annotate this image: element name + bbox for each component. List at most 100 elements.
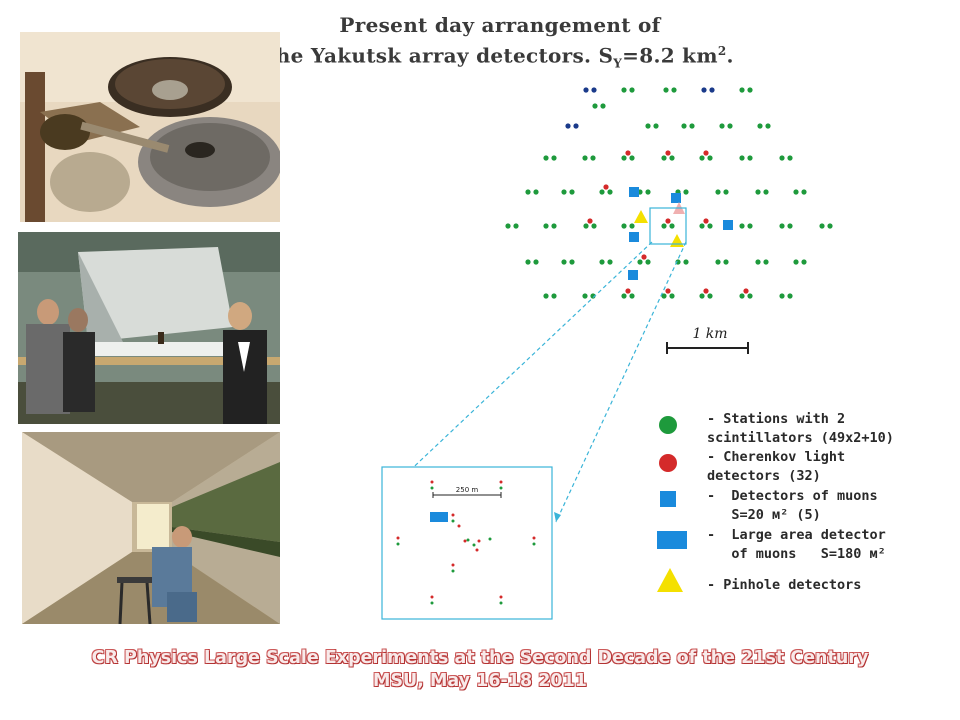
scintillator-station-marker: [573, 123, 579, 129]
inset-scintillator-marker: [451, 519, 455, 523]
scintillator-station-marker: [787, 223, 793, 229]
scintillator-station-marker: [561, 259, 567, 265]
footer-date: MSU, May 16-18 2011: [373, 671, 587, 691]
scintillator-station-marker: [765, 123, 771, 129]
cherenkov-detector-marker: [665, 218, 671, 224]
scintillator-station-marker: [747, 293, 753, 299]
scintillator-station-marker: [543, 293, 549, 299]
inset-station-marker: [463, 539, 467, 543]
scintillator-station-marker: [747, 87, 753, 93]
cherenkov-detector-marker: [743, 288, 749, 294]
inset-cherenkov-marker: [499, 595, 503, 599]
scintillator-station-marker: [801, 259, 807, 265]
muon-detector-marker: [628, 270, 638, 280]
scintillator-station-marker: [629, 293, 635, 299]
scintillator-station-marker: [583, 87, 589, 93]
cherenkov-detector-marker: [603, 184, 609, 190]
green-circle-icon: [659, 416, 677, 434]
photo-underground-tunnel: [22, 432, 280, 624]
scintillator-station-marker: [653, 123, 659, 129]
central-zone-box: [649, 207, 687, 245]
inset-station-marker: [475, 548, 479, 552]
slide-title: Present day arrangement of the Yakutsk a…: [190, 12, 810, 77]
scintillator-station-marker: [763, 259, 769, 265]
scintillator-station-marker: [600, 103, 606, 109]
scintillator-station-marker: [787, 293, 793, 299]
scintillator-station-marker: [663, 87, 669, 93]
scintillator-station-marker: [699, 293, 705, 299]
scale-label-1km: 1 km: [692, 326, 727, 342]
scintillator-station-marker: [645, 123, 651, 129]
scintillator-station-marker: [561, 189, 567, 195]
scintillator-station-marker: [569, 189, 575, 195]
scintillator-station-marker: [533, 189, 539, 195]
scintillator-station-marker: [551, 155, 557, 161]
scintillator-station-marker: [669, 223, 675, 229]
scintillator-station-marker: [533, 259, 539, 265]
scintillator-station-marker: [582, 155, 588, 161]
scintillator-station-marker: [621, 223, 627, 229]
photo-detector-apparatus: [20, 32, 280, 222]
scintillator-station-marker: [681, 123, 687, 129]
cherenkov-detector-marker: [587, 218, 593, 224]
cherenkov-detector-marker: [665, 288, 671, 294]
inset-scintillator-marker: [430, 601, 434, 605]
scintillator-station-marker: [683, 259, 689, 265]
scintillator-station-marker: [669, 293, 675, 299]
footer-conference: CR Physics Large Scale Experiments at th…: [91, 648, 869, 668]
scintillator-station-marker: [707, 155, 713, 161]
station-markers: [505, 87, 833, 299]
scintillator-station-marker: [723, 189, 729, 195]
scintillator-station-marker: [629, 87, 635, 93]
scintillator-station-marker: [793, 189, 799, 195]
scintillator-station-marker: [569, 259, 575, 265]
inset-station-markers: [396, 480, 536, 605]
scintillator-station-marker: [701, 87, 707, 93]
scintillator-station-marker: [621, 293, 627, 299]
scintillator-station-marker: [599, 189, 605, 195]
scintillator-station-marker: [719, 123, 725, 129]
inset-cherenkov-marker: [396, 536, 400, 540]
scintillator-station-marker: [637, 259, 643, 265]
muon-detector-marker: [723, 220, 733, 230]
scintillator-station-marker: [621, 87, 627, 93]
cherenkov-detector-marker: [641, 254, 647, 260]
scintillator-station-marker: [819, 223, 825, 229]
scintillator-station-marker: [709, 87, 715, 93]
scintillator-station-marker: [629, 155, 635, 161]
inset-cherenkov-marker: [430, 595, 434, 599]
pinhole-detector-marker: [634, 210, 648, 223]
scintillator-station-marker: [755, 259, 761, 265]
muon-detector-marker: [629, 187, 639, 197]
inset-scintillator-marker: [532, 542, 536, 546]
scintillator-station-marker: [583, 223, 589, 229]
scintillator-station-marker: [582, 293, 588, 299]
scintillator-station-marker: [661, 293, 667, 299]
scintillator-station-marker: [505, 223, 511, 229]
photo-detector-room-people: [18, 232, 280, 424]
scintillator-station-marker: [591, 223, 597, 229]
scintillator-station-marker: [757, 123, 763, 129]
pinhole-detector-marker: [670, 234, 684, 247]
scintillator-station-marker: [543, 223, 549, 229]
inset-cherenkov-marker: [430, 480, 434, 484]
scintillator-station-marker: [779, 293, 785, 299]
cherenkov-detector-marker: [703, 218, 709, 224]
scintillator-station-marker: [763, 189, 769, 195]
blue-square-icon: [660, 491, 676, 507]
scintillator-station-marker: [645, 259, 651, 265]
inset-map: 250 m: [381, 466, 553, 620]
scintillator-station-marker: [723, 259, 729, 265]
scintillator-station-marker: [801, 189, 807, 195]
scintillator-station-marker: [599, 259, 605, 265]
cherenkov-detector-marker: [703, 288, 709, 294]
inset-scintillator-marker: [451, 569, 455, 573]
scintillator-station-marker: [739, 155, 745, 161]
inset-scale-label: 250 m: [456, 486, 479, 494]
scintillator-station-marker: [607, 259, 613, 265]
scintillator-station-marker: [707, 293, 713, 299]
scintillator-station-marker: [607, 189, 613, 195]
yellow-triangle-icon: [657, 568, 683, 592]
zoom-line-right: [555, 241, 687, 523]
scintillator-station-marker: [739, 87, 745, 93]
